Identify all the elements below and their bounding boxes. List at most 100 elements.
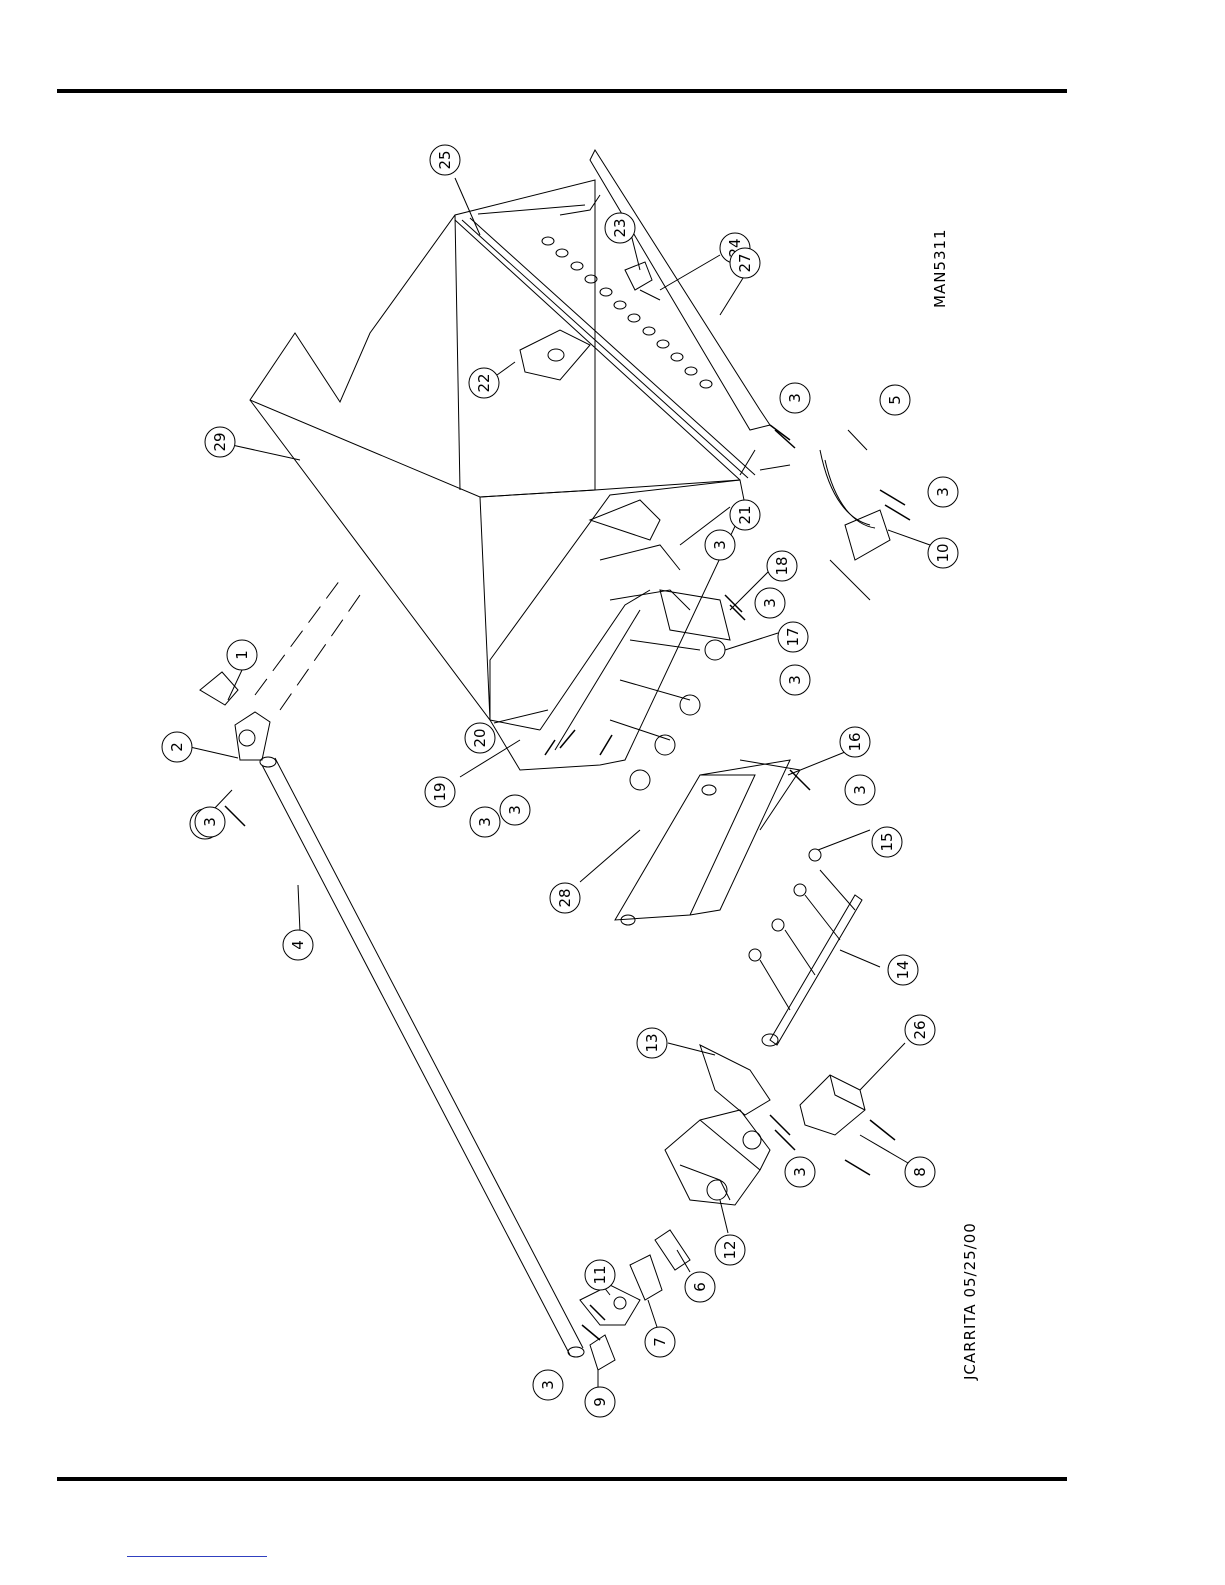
callout-9: 9 bbox=[585, 1387, 615, 1417]
callout-number: 5 bbox=[886, 395, 904, 405]
callout-number: 19 bbox=[431, 782, 449, 801]
callout-number: 3 bbox=[786, 393, 804, 403]
callout-number: 18 bbox=[773, 556, 791, 575]
bracket-22 bbox=[520, 330, 590, 380]
callout-14: 14 bbox=[888, 955, 918, 985]
callout-3: 3 bbox=[533, 1370, 563, 1400]
callout-number: 4 bbox=[289, 940, 307, 950]
callout-number: 12 bbox=[721, 1240, 739, 1259]
author-date-stamp: JCARRITA 05/25/00 bbox=[961, 1222, 979, 1381]
callout-number: 3 bbox=[506, 805, 524, 815]
callout-3: 3 bbox=[500, 795, 530, 825]
callout-number: 3 bbox=[761, 598, 779, 608]
gas-pipe-4 bbox=[262, 765, 570, 1355]
callout-number: 1 bbox=[233, 650, 251, 660]
callout-number: 3 bbox=[791, 1167, 809, 1177]
callout-3: 3 bbox=[780, 383, 810, 413]
side-panel bbox=[615, 775, 755, 920]
callout-number: 9 bbox=[591, 1397, 609, 1407]
callout-number: 11 bbox=[591, 1265, 609, 1284]
side-channel bbox=[590, 150, 770, 430]
burner-rail bbox=[455, 220, 740, 480]
housing-rear-edge bbox=[250, 400, 540, 730]
callout-16: 16 bbox=[840, 727, 870, 757]
callout-number: 23 bbox=[611, 218, 629, 237]
callout-3: 3 bbox=[755, 588, 785, 618]
bushing-7 bbox=[630, 1255, 662, 1300]
screws bbox=[225, 425, 910, 1340]
callout-26: 26 bbox=[905, 1015, 935, 1045]
callout-number: 21 bbox=[736, 505, 754, 524]
callout-25: 25 bbox=[430, 145, 460, 175]
orifice-holes bbox=[542, 237, 712, 388]
callout-18: 18 bbox=[767, 551, 797, 581]
callout-number: 3 bbox=[476, 817, 494, 827]
bracket-13 bbox=[700, 1045, 770, 1115]
callout-6: 6 bbox=[685, 1272, 715, 1302]
callout-number: 3 bbox=[786, 675, 804, 685]
callout-17: 17 bbox=[778, 622, 808, 652]
callout-number: 7 bbox=[651, 1337, 669, 1347]
callout-number: 15 bbox=[878, 832, 896, 851]
pilot-bracket-10 bbox=[845, 510, 890, 560]
pilot-tube-5 bbox=[820, 450, 870, 525]
drawing-number: MAN5311 bbox=[931, 228, 949, 308]
callout-number: 2 bbox=[168, 742, 186, 752]
bracket-11 bbox=[580, 1285, 640, 1325]
callout-21: 21 bbox=[730, 500, 760, 530]
callout-10: 10 bbox=[928, 538, 958, 568]
callout-3: 3 bbox=[195, 807, 225, 837]
callout-3: 3 bbox=[845, 775, 875, 805]
manifold-box bbox=[490, 480, 745, 770]
callout-layer: 1 23 3 3 3 3 3 3 3 3 3 3 3 4 5 6 7 8 9 10 11 12 13 14 15 16 17 18 19… bbox=[162, 145, 958, 1417]
callout-number: 13 bbox=[643, 1033, 661, 1052]
fitting-9 bbox=[590, 1335, 615, 1370]
housing-bottom-edge bbox=[480, 480, 740, 497]
callout-number: 10 bbox=[934, 543, 952, 562]
tube-18 bbox=[660, 590, 730, 640]
callout-number: 3 bbox=[934, 487, 952, 497]
callout-15: 15 bbox=[872, 827, 902, 857]
callout-2: 2 bbox=[162, 732, 192, 762]
callout-number: 3 bbox=[851, 785, 869, 795]
callout-1: 1 bbox=[227, 640, 257, 670]
callout-number: 22 bbox=[475, 373, 493, 392]
callout-28: 28 bbox=[550, 883, 580, 913]
callout-3: 3 bbox=[780, 665, 810, 695]
callout-number: 17 bbox=[784, 627, 802, 646]
callout-number: 3 bbox=[539, 1380, 557, 1390]
manifold-pipe-14 bbox=[770, 895, 862, 1045]
callout-number: 27 bbox=[736, 253, 754, 272]
callout-11: 11 bbox=[585, 1260, 615, 1290]
callout-13: 13 bbox=[637, 1028, 667, 1058]
callout-5: 5 bbox=[880, 385, 910, 415]
callout-3: 3 bbox=[705, 530, 735, 560]
callout-number: 3 bbox=[711, 540, 729, 550]
callout-number: 16 bbox=[846, 732, 864, 751]
callout-12: 12 bbox=[715, 1235, 745, 1265]
callout-20: 20 bbox=[465, 723, 495, 753]
thermocouple-23 bbox=[625, 262, 652, 290]
callout-19: 19 bbox=[425, 777, 455, 807]
valve-bracket-2 bbox=[235, 712, 270, 760]
callout-4: 4 bbox=[283, 930, 313, 960]
callout-3: 3 bbox=[785, 1157, 815, 1187]
callout-number: 29 bbox=[211, 432, 229, 451]
callout-number: 28 bbox=[556, 888, 574, 907]
callout-3: 3 bbox=[470, 807, 500, 837]
callout-number: 8 bbox=[911, 1167, 929, 1177]
callout-number: 20 bbox=[471, 728, 489, 747]
callout-23: 23 bbox=[605, 213, 635, 243]
gas-valve-12 bbox=[665, 1120, 760, 1205]
callout-3: 3 bbox=[928, 477, 958, 507]
callout-8: 8 bbox=[905, 1157, 935, 1187]
fitting-1 bbox=[200, 672, 238, 705]
callout-number: 26 bbox=[911, 1020, 929, 1039]
callout-27: 27 bbox=[730, 248, 760, 278]
callout-number: 25 bbox=[436, 150, 454, 169]
callout-number: 3 bbox=[201, 817, 219, 827]
callout-number: 6 bbox=[691, 1282, 709, 1292]
callout-29: 29 bbox=[205, 427, 235, 457]
callout-number: 14 bbox=[894, 960, 912, 979]
